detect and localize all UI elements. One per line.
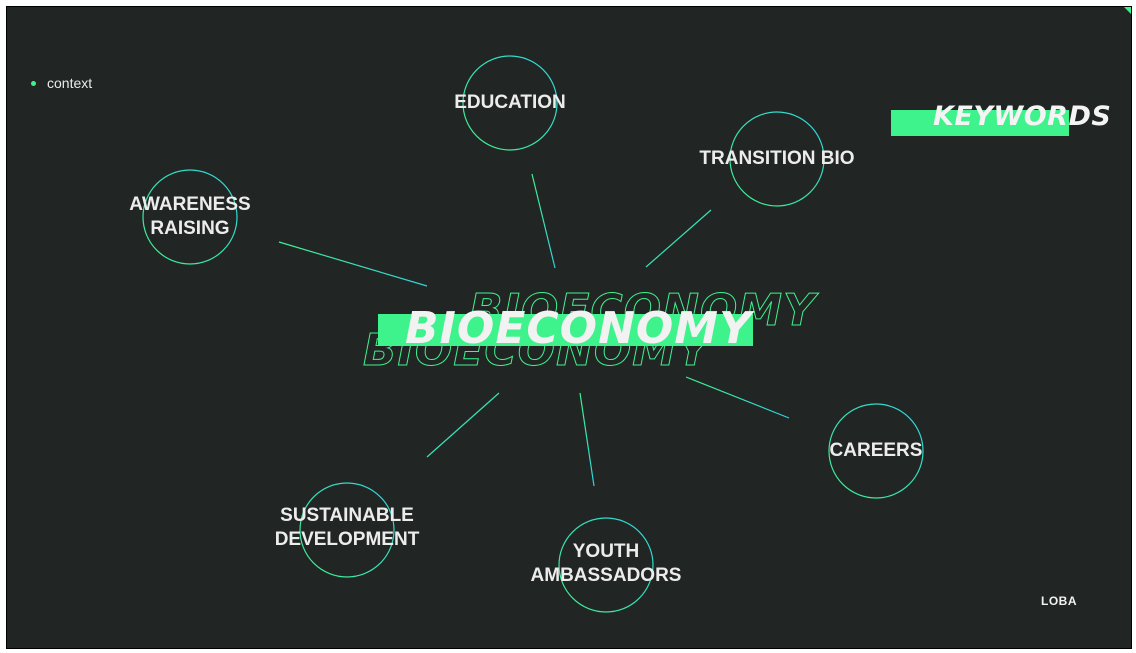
node-awareness-raising: AWARENESS RAISING	[129, 194, 251, 239]
node-youth-ambassadors: YOUTH AMBASSADORS	[530, 541, 682, 586]
node-transition-bio: TRANSITION BIO	[699, 148, 855, 169]
connector-youth-ambassadors	[579, 392, 595, 487]
connector-transition-bio	[645, 209, 712, 268]
node-careers: CAREERS	[829, 440, 923, 461]
transition-bio-circle	[729, 111, 825, 207]
sustainable-development-circle	[299, 482, 395, 578]
context-bullet: context	[31, 75, 92, 91]
corner-mark-icon	[1124, 7, 1131, 14]
bullet-dot-icon	[31, 80, 36, 86]
keywords-highlight-bar	[891, 110, 1069, 136]
connector-sustainable-development	[426, 392, 500, 458]
node-sustainable-development: SUSTAINABLE DEVELOPMENT	[274, 505, 420, 550]
node-education: EDUCATION	[454, 92, 566, 113]
careers-circle	[828, 403, 924, 499]
center-highlight-bar	[378, 314, 753, 346]
youth-ambassadors-circle	[558, 517, 654, 613]
connector-awareness-raising	[278, 241, 428, 287]
education-circle	[462, 55, 558, 151]
awareness-raising-circle	[142, 169, 238, 265]
slide: context EDUCATION TRANSITION BIO A	[6, 6, 1132, 649]
connector-careers	[685, 376, 790, 419]
loba-logo: LOBA	[1041, 594, 1077, 608]
center-outline-echo-bottom: BIOECONOMY	[363, 325, 710, 377]
mind-map-graph	[142, 55, 924, 613]
context-label: context	[47, 75, 93, 91]
connector-education	[531, 173, 556, 269]
keywords-title: KEYWORDS	[933, 101, 1112, 132]
center-outline-echo-top: BIOECONOMY	[469, 285, 816, 337]
center-title: BIOECONOMY	[405, 303, 752, 354]
